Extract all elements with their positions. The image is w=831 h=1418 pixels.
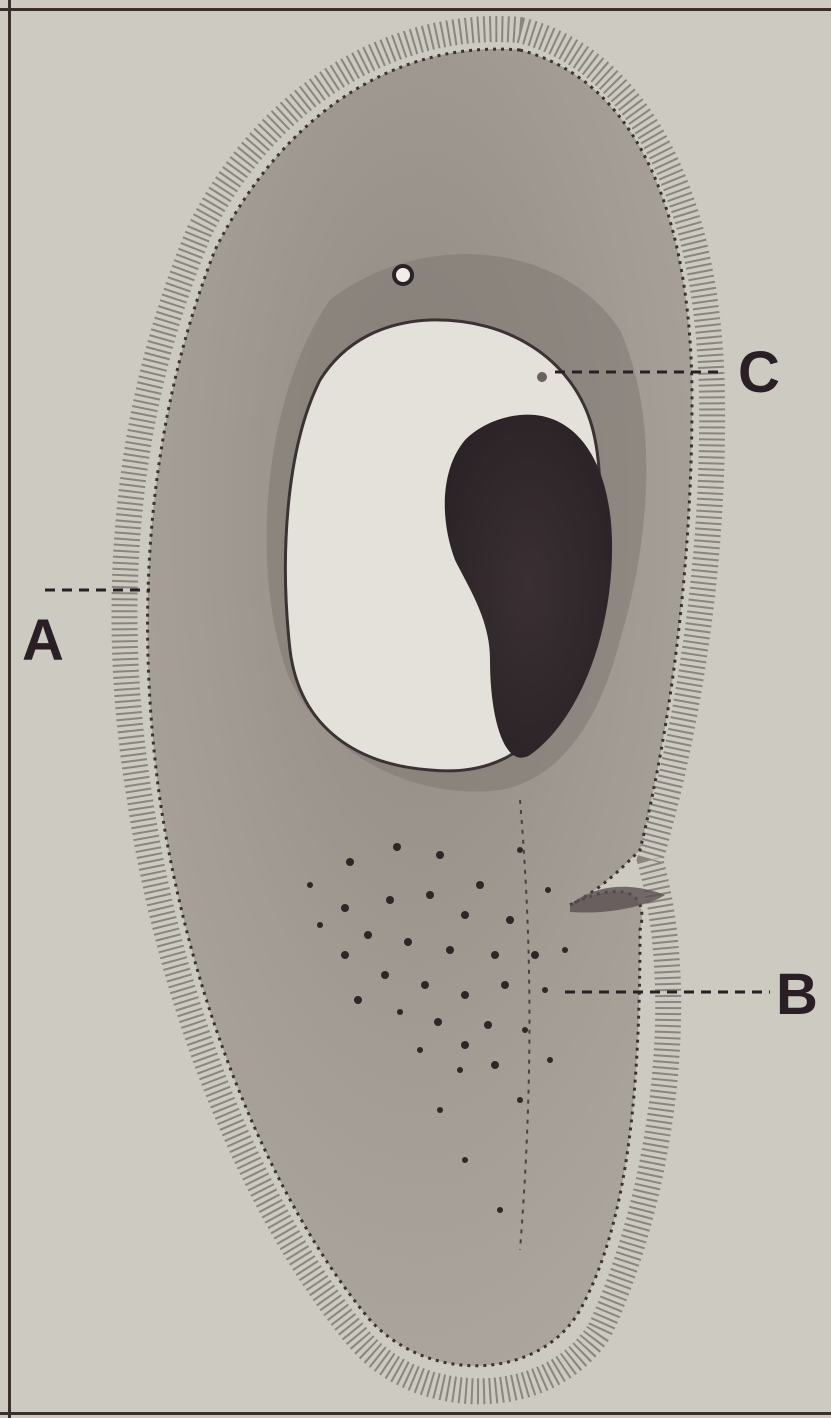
label-c: C: [738, 344, 780, 402]
label-b: B: [776, 966, 818, 1024]
label-a: A: [22, 612, 64, 670]
vacuole-dot: [537, 372, 547, 382]
micronucleus: [394, 266, 412, 284]
